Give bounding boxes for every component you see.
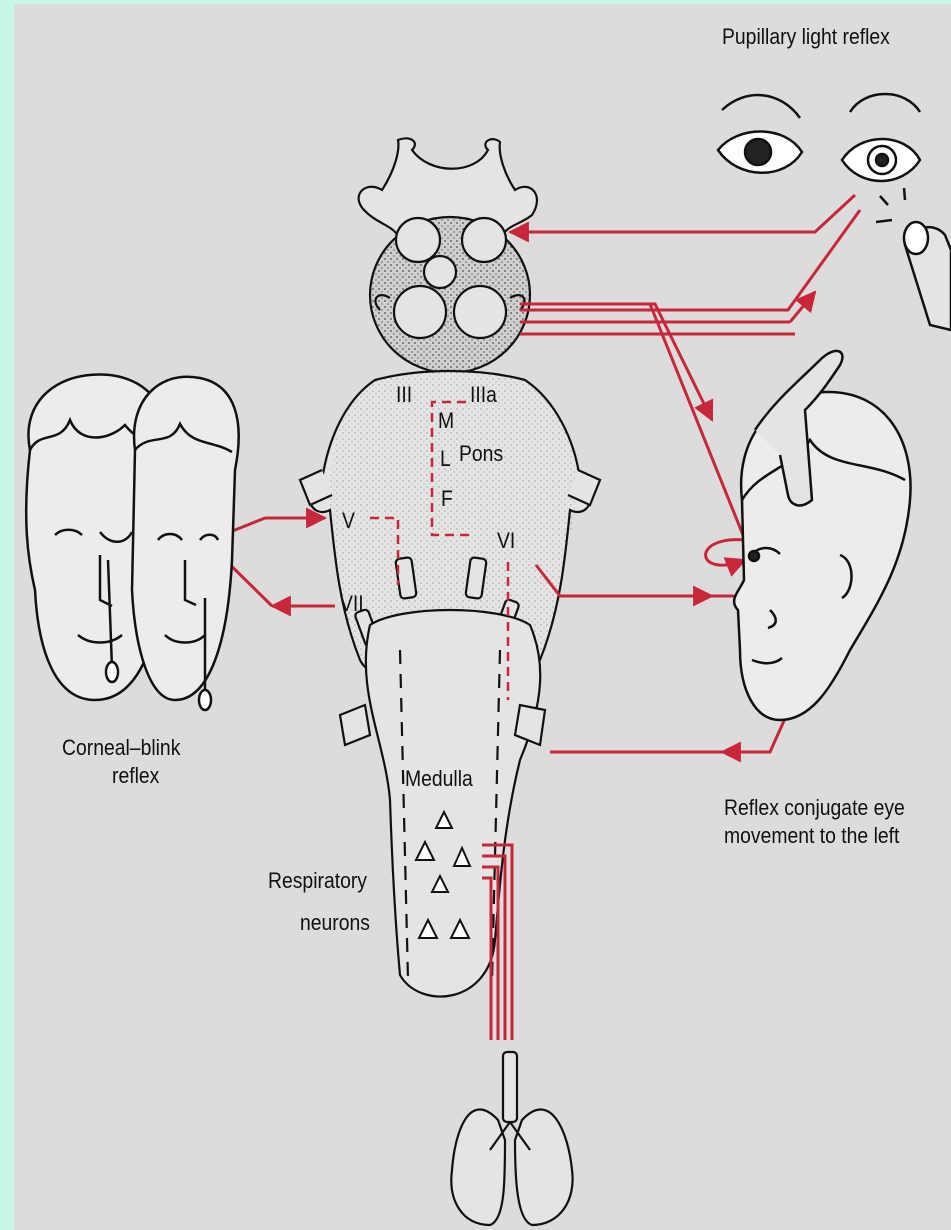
head-icon [734, 351, 910, 720]
lungs-icon [451, 1052, 572, 1225]
mlf-m-label: M [438, 408, 454, 434]
conjugate-eye-label-line2: movement to the left [724, 823, 899, 849]
nerve-iii-label: III [396, 382, 412, 408]
conjugate-eye-label: Reflex conjugate eye [724, 795, 905, 821]
pupillary-afferent-arrow [510, 195, 855, 232]
pons-label: Pons [459, 441, 503, 467]
eyes-icon [718, 94, 920, 181]
respiratory-neurons-label: Respiratory [268, 868, 367, 894]
faces-icon [26, 374, 238, 710]
mlf-l-label: L [440, 446, 451, 472]
corneal-blink-label-line2: reflex [112, 763, 159, 789]
nerve-iiia-label: IIIa [470, 382, 497, 408]
colliculus [396, 218, 440, 262]
pupillary-light-reflex-label: Pupillary light reflex [722, 24, 890, 50]
nerve-vii-label: VII [340, 591, 364, 617]
respiratory-neurons-label-line2: neurons [300, 910, 370, 936]
medulla-label: Medulla [405, 766, 473, 792]
nerve-vi-label: VI [497, 528, 515, 554]
pupillary-efferent-arrow [520, 210, 860, 310]
penlight-icon [876, 188, 951, 330]
corneal-blink-label: Corneal–blink [62, 735, 180, 761]
mlf-f-label: F [441, 486, 453, 512]
nerve-v-label: V [342, 508, 355, 534]
